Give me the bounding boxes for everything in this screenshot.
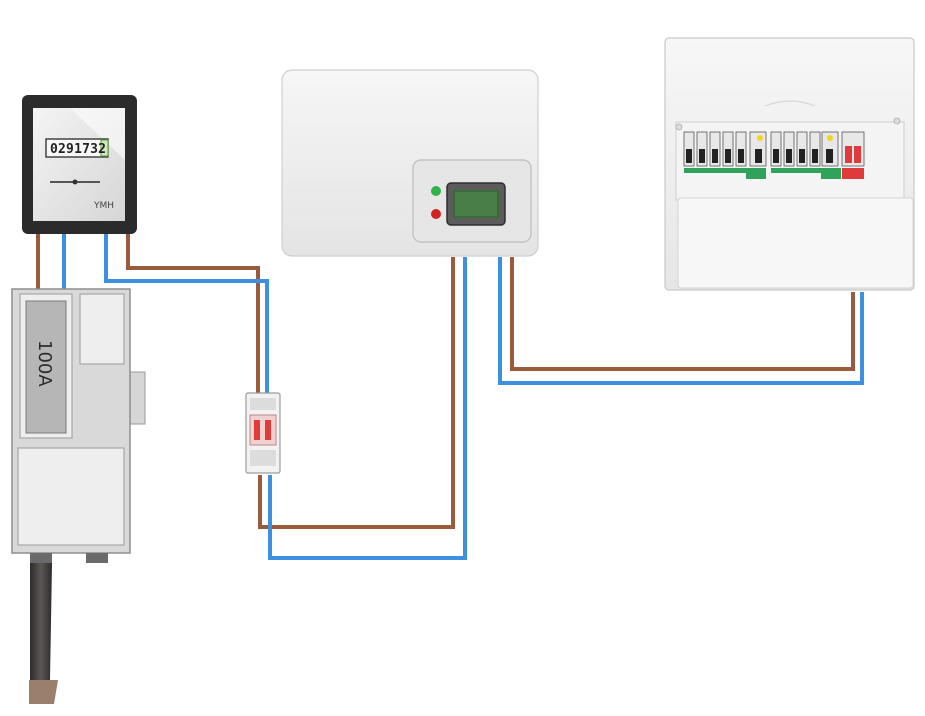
- neutral-wire-monitor-to-consumer-unit: [498, 257, 864, 385]
- neutral-wire-meter-to-isolator: [104, 233, 269, 395]
- green-indicator-light: [431, 186, 441, 196]
- supply-tails: [29, 563, 58, 704]
- live-wire-isolator-to-monitor: [258, 257, 455, 529]
- energy-monitor: [281, 69, 539, 257]
- wires: [36, 233, 864, 560]
- isolator-lever-live: [254, 420, 260, 440]
- meter-brand: YMH: [93, 201, 114, 211]
- isolator-lever-neutral: [265, 420, 271, 440]
- live-wire-meter-to-isolator: [126, 233, 260, 395]
- consumer-unit: [664, 37, 915, 291]
- breaker-row: [683, 131, 865, 167]
- neutral-wire-isolator-to-monitor: [268, 257, 467, 560]
- cutout-rating: 100A: [34, 340, 55, 387]
- consumer-unit-cover: [677, 197, 914, 289]
- live-wire-monitor-to-consumer-unit: [510, 257, 855, 371]
- meter-reading: 0291732: [50, 142, 106, 157]
- isolator-switch: [245, 392, 281, 474]
- electricity-meter: 0291732 YMH: [22, 95, 137, 234]
- service-cutout: 100A: [11, 288, 146, 563]
- red-indicator-light: [431, 209, 441, 219]
